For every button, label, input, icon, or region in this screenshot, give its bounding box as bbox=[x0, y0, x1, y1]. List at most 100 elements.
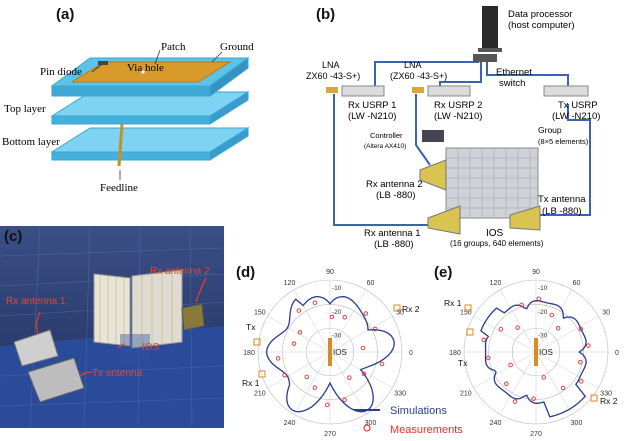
measurement-point bbox=[519, 302, 524, 308]
ios-plot-label: IOS bbox=[333, 348, 347, 357]
measurement-point bbox=[329, 314, 335, 320]
panel-d-label: (d) bbox=[236, 264, 256, 281]
measurement-point bbox=[578, 326, 584, 332]
angle-tick-label: 0 bbox=[409, 350, 413, 357]
controller-icon bbox=[422, 130, 444, 142]
measurement-point bbox=[586, 343, 591, 348]
measurement-point bbox=[282, 372, 287, 378]
measurement-point bbox=[512, 399, 518, 404]
angle-tick-label: 0 bbox=[615, 350, 619, 357]
angle-tick-label: 90 bbox=[532, 269, 540, 276]
angle-tick-label: 30 bbox=[602, 310, 610, 317]
patch-shape bbox=[70, 61, 232, 83]
tx-plot-label: Tx bbox=[458, 358, 468, 368]
angle-tick-label: 330 bbox=[600, 391, 612, 398]
system-setup-diagram: Data processor (host computer) Ethernet … bbox=[306, 6, 600, 250]
rx-antenna2-photo-label: Rx antenna 2 bbox=[150, 266, 210, 277]
host-computer-icon bbox=[482, 6, 498, 50]
top-layer-label: Top layer bbox=[4, 103, 46, 115]
top-layer-front bbox=[51, 85, 211, 97]
polar-spoke bbox=[535, 351, 599, 389]
angle-tick-label: 330 bbox=[394, 391, 406, 398]
measurement-point bbox=[504, 381, 509, 387]
lna2-label: LNA bbox=[404, 60, 422, 70]
panel-b-label: (b) bbox=[316, 6, 336, 23]
controller-model: (Altera AX410) bbox=[364, 143, 406, 150]
legend-simulations: Simulations bbox=[390, 405, 447, 417]
polar-spoke bbox=[535, 351, 573, 415]
ios-surface-icon bbox=[445, 147, 539, 219]
panel-b: (b) Data processor (host computer) Ether… bbox=[300, 0, 640, 250]
angle-tick-label: 240 bbox=[490, 420, 502, 427]
tx-usrp-model: (LW -N210) bbox=[552, 111, 600, 122]
radial-tick-label: -20 bbox=[538, 309, 548, 316]
measurement-point bbox=[296, 308, 302, 313]
bottom-layer-label: Bottom layer bbox=[2, 136, 60, 148]
radial-tick-label: -10 bbox=[332, 285, 342, 292]
legend: Simulations Measurements bbox=[350, 402, 510, 436]
group-label: Group bbox=[538, 125, 562, 135]
measurement-point bbox=[508, 362, 513, 368]
rx-antenna1-label: Rx antenna 1 bbox=[364, 228, 421, 239]
ethernet-switch-icon bbox=[473, 54, 497, 62]
angle-tick-label: 210 bbox=[460, 391, 472, 398]
measurement-point bbox=[578, 359, 583, 365]
measurement-point bbox=[560, 385, 566, 391]
measurement-point bbox=[531, 396, 536, 401]
tx-usrp-label: Tx USRP bbox=[558, 100, 598, 111]
rx-antenna2-icon bbox=[419, 159, 447, 191]
antenna-structure-diagram: Patch Ground Pin diode Via hole Top laye… bbox=[2, 41, 254, 194]
radial-tick-label: -30 bbox=[538, 333, 548, 340]
lna2-icon bbox=[412, 87, 424, 93]
rx-antenna1-photo-label: Rx antenna 1 bbox=[6, 296, 66, 307]
angle-tick-label: 150 bbox=[254, 310, 266, 317]
measurement-point bbox=[481, 337, 486, 343]
angle-tick-label: 60 bbox=[367, 280, 375, 287]
polar-spoke bbox=[499, 289, 537, 353]
tx-antenna-model: (LB -880) bbox=[542, 206, 582, 217]
angle-tick-label: 30 bbox=[396, 310, 404, 317]
bottom-layer-side bbox=[209, 127, 249, 161]
top-layer-side bbox=[209, 57, 249, 97]
panel-c: Rx antenna 1 Rx antenna 2 IOS Tx antenna… bbox=[0, 225, 225, 429]
radial-tick-label: -20 bbox=[332, 309, 342, 316]
measurement-point bbox=[347, 375, 352, 380]
polar-spoke bbox=[267, 351, 331, 389]
rx-usrp2-icon bbox=[427, 85, 471, 97]
angle-tick-label: 180 bbox=[449, 350, 461, 357]
measurement-point bbox=[379, 361, 385, 367]
lna1-icon bbox=[326, 87, 338, 93]
measurement-point bbox=[324, 402, 330, 408]
polar-spoke bbox=[293, 289, 331, 353]
measurement-point bbox=[536, 296, 542, 302]
simulation-curve bbox=[265, 295, 395, 413]
measurement-point bbox=[360, 345, 366, 351]
angle-tick-label: 120 bbox=[490, 280, 502, 287]
tx-antenna-label: Tx antenna bbox=[538, 194, 586, 205]
simulation-curve bbox=[480, 300, 587, 418]
rx-antenna2-model: (LB -880) bbox=[376, 190, 416, 201]
radial-tick-label: -10 bbox=[538, 285, 548, 292]
polar-spoke bbox=[293, 351, 331, 415]
angle-tick-label: 90 bbox=[326, 269, 334, 276]
rx2-plot-label: Rx 2 bbox=[402, 304, 420, 314]
angle-tick-label: 60 bbox=[573, 280, 581, 287]
legend-meas-swatch bbox=[363, 424, 371, 432]
ios-board-left bbox=[93, 273, 131, 347]
angle-tick-label: 240 bbox=[284, 420, 296, 427]
lna1-model: ZX60 -43-S+) bbox=[306, 71, 360, 81]
measurement-point bbox=[486, 355, 491, 361]
controller-label: Controller bbox=[370, 131, 403, 140]
rx2-marker bbox=[590, 394, 598, 402]
polar-spoke bbox=[329, 351, 367, 415]
measurement-point bbox=[297, 330, 303, 335]
rx1-plot-label: Rx 1 bbox=[242, 378, 260, 388]
measurement-point bbox=[361, 371, 367, 377]
tx-antenna-icon bbox=[509, 205, 541, 231]
tx-usrp-icon bbox=[543, 85, 589, 97]
angle-tick-label: 150 bbox=[460, 310, 472, 317]
rx-usrp1-model: (LW -N210) bbox=[348, 111, 396, 122]
